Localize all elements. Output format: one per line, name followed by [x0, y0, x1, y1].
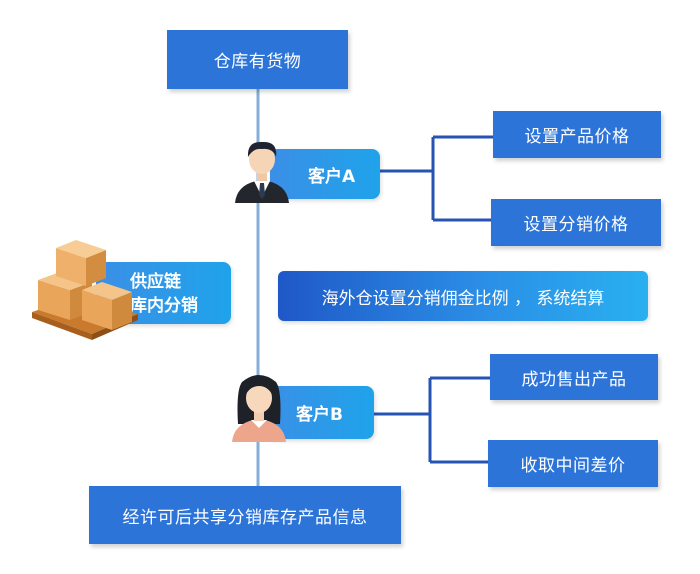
supply-chain-line2: 库内分销	[130, 296, 198, 316]
customer-a-bracket	[380, 135, 493, 222]
warehouse-goods-label: 仓库有货物	[213, 52, 302, 72]
supply-chain-line1: 供应链	[130, 272, 181, 292]
collect-margin-label: 收取中间差价	[520, 456, 626, 476]
boxes-on-pallet-icon	[32, 240, 138, 340]
customer-a-tag: 客户A	[270, 149, 380, 199]
customer-b-bracket	[374, 376, 490, 464]
sold-product-box: 成功售出产品	[490, 354, 658, 400]
sold-product-label: 成功售出产品	[521, 369, 627, 390]
customer-b-label: 客户B	[296, 405, 343, 425]
customer-a-label: 客户A	[308, 166, 356, 187]
set-distribution-price-label: 设置分销价格	[523, 215, 629, 235]
set-product-price-label: 设置产品价格	[524, 127, 630, 147]
commission-banner-label: 海外仓设置分销佣金比例 ， 系统结算	[321, 288, 605, 309]
businesswoman-icon	[232, 375, 286, 442]
shared-info-label: 经许可后共享分销库存产品信息	[122, 507, 368, 528]
warehouse-goods-box: 仓库有货物	[167, 30, 348, 89]
collect-margin-box: 收取中间差价	[488, 440, 658, 487]
set-distribution-price-box: 设置分销价格	[491, 199, 661, 246]
businessman-icon	[235, 141, 289, 203]
shared-info-box: 经许可后共享分销库存产品信息	[89, 486, 401, 544]
set-product-price-box: 设置产品价格	[493, 111, 661, 158]
customer-b-tag: 客户B	[266, 386, 374, 439]
commission-banner: 海外仓设置分销佣金比例 ， 系统结算	[278, 271, 648, 321]
